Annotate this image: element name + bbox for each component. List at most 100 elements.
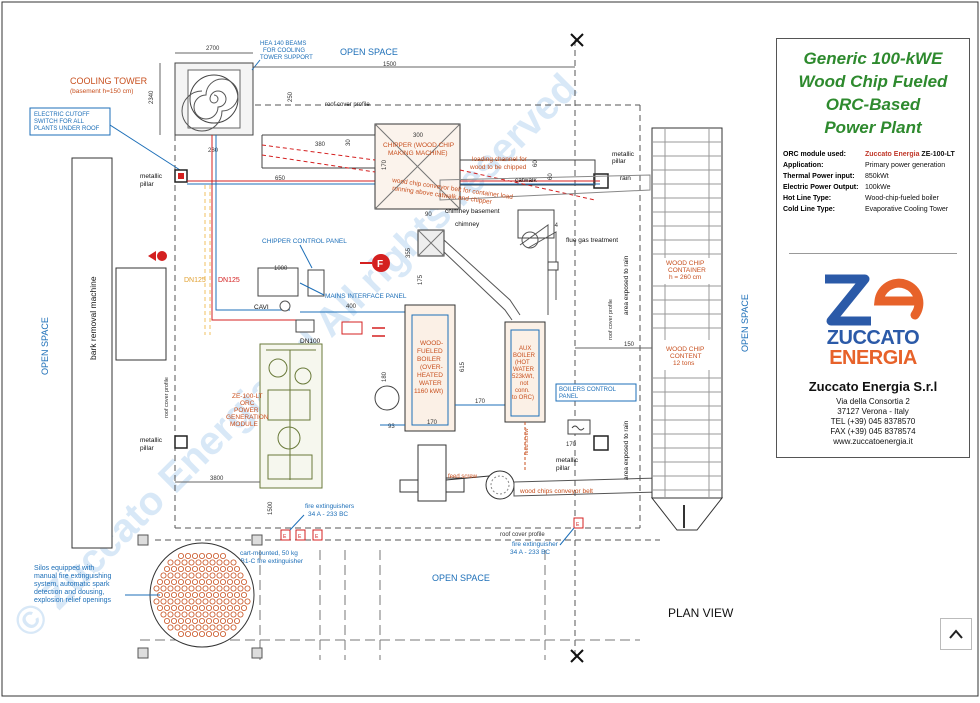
silo-opening: [177, 566, 184, 573]
boiler-label: FUELED: [417, 348, 443, 355]
hea-beams-line: FOR COOLING: [263, 48, 305, 54]
loading-channel-label: wood to be chipped: [469, 164, 527, 171]
silo-opening: [181, 585, 188, 592]
silo-note: Silos equipped with: [34, 565, 94, 572]
dim-280: 280: [208, 148, 219, 154]
silo-opening: [181, 572, 188, 579]
aux-boiler-label: to ORC): [512, 395, 534, 401]
chipper-diag: [374, 123, 461, 210]
pillar-bottom-right: [593, 435, 609, 451]
company-name: Zuccato Energia S.r.l: [808, 379, 938, 394]
silo-opening: [177, 579, 184, 586]
rain-label: rain: [620, 175, 631, 182]
corner-posts: [137, 534, 263, 659]
silo-note: manual fire extinguishing: [34, 573, 112, 580]
silo-opening: [216, 559, 223, 566]
silo-opening: [184, 566, 191, 573]
leader-line: [299, 244, 313, 269]
silo-opening: [230, 611, 237, 618]
silo-opening: [205, 605, 212, 612]
silo-opening: [163, 579, 170, 586]
silo-opening: [153, 585, 160, 592]
spec-row: Electric Power Output:100kWe: [783, 182, 969, 193]
aux-boiler-label: BOILER: [513, 353, 536, 359]
silo-opening: [230, 624, 237, 631]
silo-opening: [177, 618, 184, 625]
silo-opening: [191, 631, 198, 638]
chipper-label: MAKING MACHINE): [388, 150, 448, 157]
silo-opening: [191, 579, 198, 586]
cutoff-line: SWITCH FOR ALL: [34, 119, 85, 125]
silo-opening: [191, 618, 198, 625]
spec-key: Thermal Power input:: [783, 173, 855, 180]
loading-channel: [261, 134, 596, 186]
boilers-panel-label: PANEL: [559, 394, 579, 400]
silo-opening: [212, 605, 219, 612]
silo-opening: [188, 559, 195, 566]
flue-gas-label: flue gas treatment: [566, 237, 618, 244]
boiler-label: (OVER-: [420, 364, 443, 371]
aux-boiler-label: (HOT: [515, 360, 530, 366]
silo-opening: [202, 559, 209, 566]
wood-chip-container: [651, 127, 723, 499]
silo-opening: [230, 585, 237, 592]
orc-label: POWER: [234, 407, 259, 414]
dim-150: 150: [624, 342, 635, 348]
silo-opening: [219, 631, 226, 638]
open-space-top: OPEN SPACE: [340, 47, 398, 57]
silo-opening: [153, 598, 160, 605]
boilers-panel-note: [555, 383, 637, 402]
silo-opening: [212, 553, 219, 560]
silo-opening: [205, 618, 212, 625]
dim-1000: 1000: [274, 266, 288, 272]
silo-opening: [237, 598, 244, 605]
loading-dashes: [261, 144, 596, 201]
feeder-motor: [445, 477, 465, 493]
bark-removal-hopper: [115, 267, 167, 361]
fire-marker-icon: [372, 254, 390, 272]
cavi-label: CAVI: [254, 304, 269, 311]
orc-label: GENERATION: [226, 414, 269, 421]
silo-opening: [205, 631, 212, 638]
orc-label: ZE-100-LT: [232, 393, 263, 400]
silo-opening: [209, 572, 216, 579]
silo-opening: [160, 585, 167, 592]
silo-opening: [212, 579, 219, 586]
silo-opening: [177, 631, 184, 638]
silo-opening: [188, 572, 195, 579]
silo-opening: [167, 585, 174, 592]
spec-row: Application:Primary power generation: [783, 160, 969, 171]
pillar-label: pillar: [140, 181, 155, 188]
hea-beams-note: HEA 140 BEAMS FOR COOLING TOWER SUPPORT: [260, 41, 313, 61]
silo-opening: [240, 579, 247, 586]
silo-opening: [170, 592, 177, 599]
dim-3800: 3800: [210, 476, 224, 482]
company-address: Via della Consortia 2 37127 Verona - Ita…: [777, 397, 969, 447]
container-hopper: [650, 497, 724, 531]
pillar-label: metallic: [556, 457, 579, 464]
area-rain-top: area exposed to rain: [623, 255, 630, 315]
mains-panel-box: [307, 269, 325, 297]
open-space-bottom: OPEN SPACE: [432, 573, 490, 583]
silo-opening: [184, 553, 191, 560]
dim-1500-top: 1500: [383, 62, 397, 68]
fire-marker-letter: F: [377, 259, 383, 270]
silo-opening: [202, 572, 209, 579]
spec-value: 850kWt: [865, 173, 889, 180]
silo-opening: [195, 585, 202, 592]
silo-opening: [240, 605, 247, 612]
silo-opening: [198, 605, 205, 612]
silo-opening: [198, 579, 205, 586]
silo-note: explosion relief openings: [34, 597, 112, 604]
chimney-diag: [417, 229, 445, 257]
address-line: Via della Consortia 2: [836, 397, 910, 406]
dn100-label: DN100: [300, 338, 321, 345]
plant-title-line: Wood Chip Fueled: [798, 72, 948, 91]
spec-row: Hot Line Type:Wood-chip-fueled boiler: [783, 193, 969, 204]
scroll-to-top-button[interactable]: [940, 618, 972, 650]
wood-fueled-boiler: [404, 304, 456, 432]
fire-ext-1-label: 34 A - 233 BC: [308, 511, 348, 518]
fire-ext-1-label: fire extinguishers: [305, 503, 355, 510]
orc-internals: [266, 349, 316, 480]
